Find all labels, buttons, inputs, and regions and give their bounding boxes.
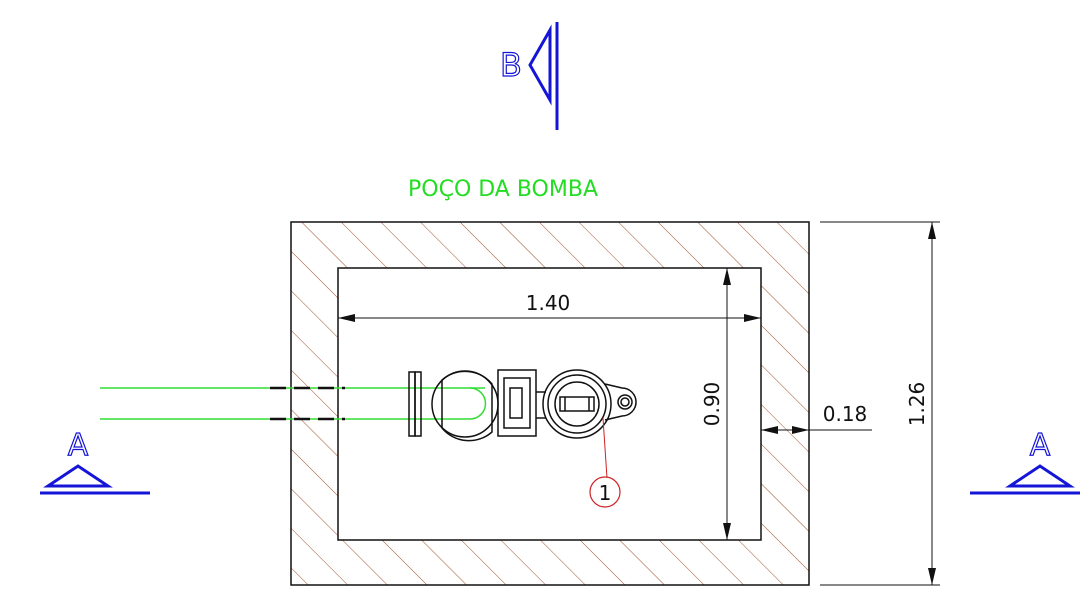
section-b-label: B (500, 46, 522, 84)
section-marker-a-right: A (970, 427, 1080, 495)
drawing-title: POÇO DA BOMBA (408, 177, 598, 202)
dim-outer-height-label: 1.26 (905, 382, 929, 427)
section-a-right-label: A (1030, 428, 1051, 463)
dim-wall-thickness: 0.18 (761, 402, 872, 434)
pump-assembly (408, 369, 637, 442)
well-walls (290, 221, 810, 586)
callout-1: 1 (589, 417, 621, 508)
section-marker-b: B (499, 22, 559, 130)
section-a-left-label: A (68, 428, 89, 463)
dim-inner-width: 1.40 (338, 291, 761, 322)
callout-number: 1 (599, 481, 612, 505)
dim-inner-width-label: 1.40 (526, 291, 571, 315)
dim-inner-height: 0.90 (700, 267, 750, 540)
section-marker-a-left: A (40, 427, 150, 495)
dim-inner-height-label: 0.90 (700, 382, 724, 427)
dim-wall-thickness-label: 0.18 (823, 402, 868, 426)
dim-outer-height: 1.26 (820, 221, 940, 586)
